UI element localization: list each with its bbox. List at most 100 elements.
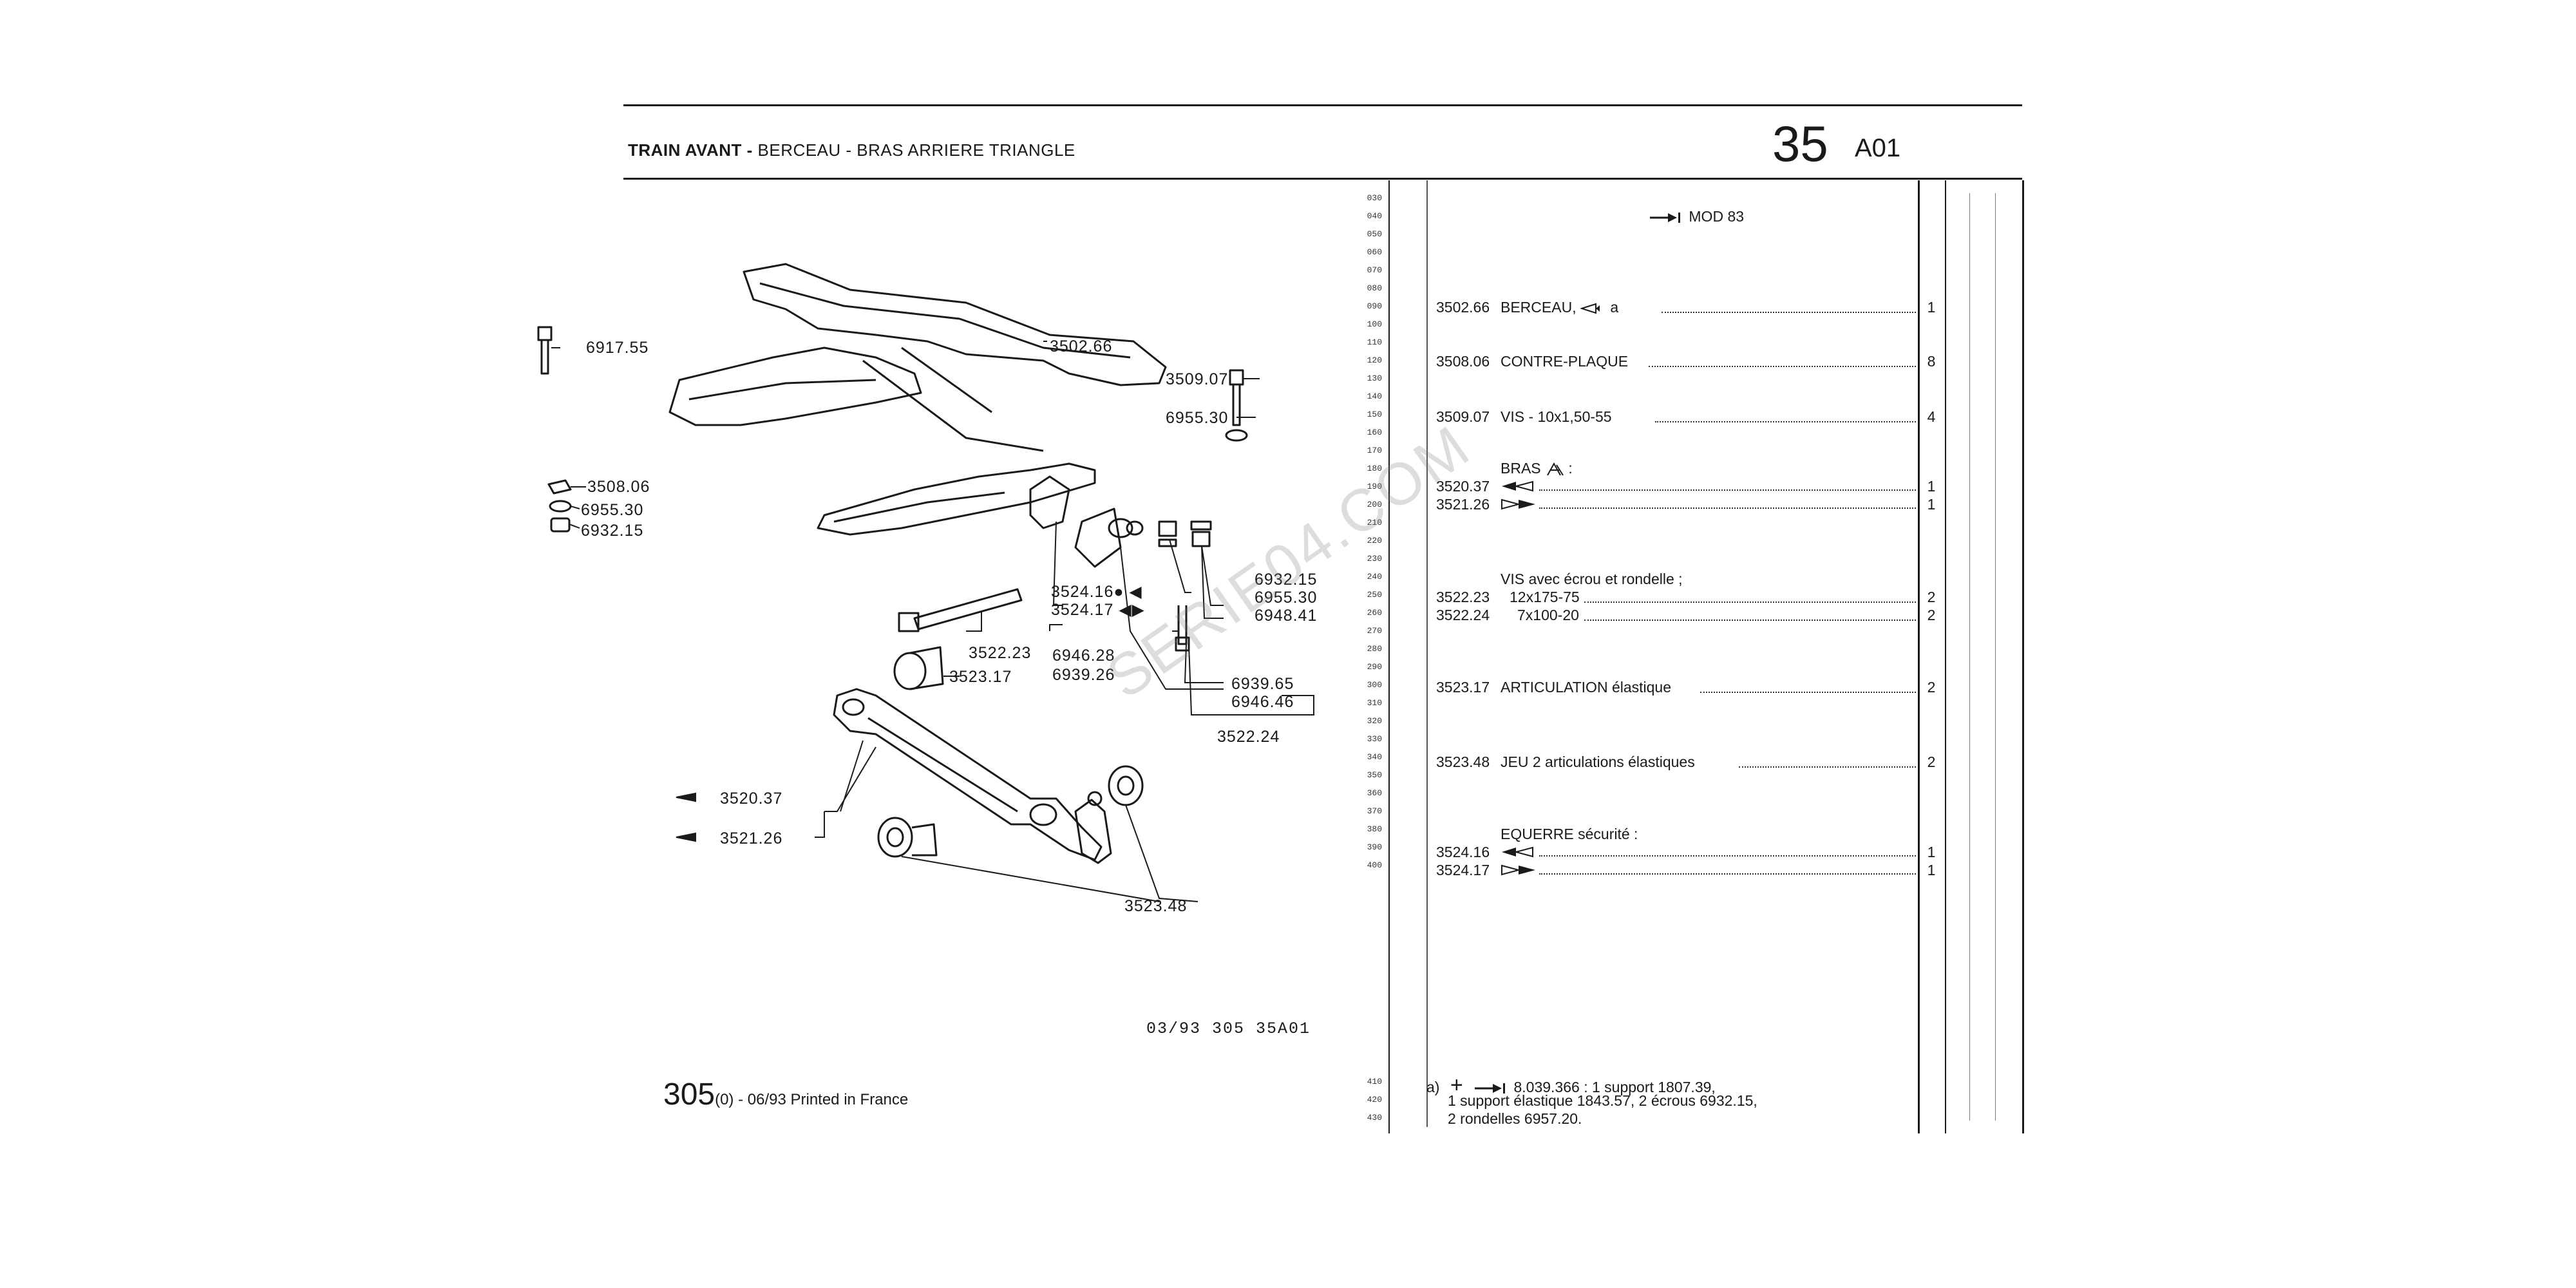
line-number: 270 bbox=[1367, 626, 1382, 636]
double-arrow-right-icon bbox=[1501, 498, 1535, 510]
vis-heading: VIS avec écrou et rondelle ; bbox=[1501, 571, 1683, 587]
line-number: 360 bbox=[1367, 788, 1382, 798]
callout-3502-66: 3502.66 bbox=[1050, 337, 1113, 355]
figure-reference: 03/93 305 35A01 bbox=[1146, 1019, 1311, 1038]
bolt-3509 bbox=[1229, 369, 1244, 386]
bolt-6917 bbox=[537, 326, 553, 341]
part-name-jeu: JEU 2 articulations élastiques bbox=[1501, 753, 1695, 770]
callout-6948-41: 6948.41 bbox=[1255, 607, 1318, 625]
line-number: 230 bbox=[1367, 554, 1382, 564]
title-bold: TRAIN AVANT - bbox=[628, 140, 753, 160]
line-number: 030 bbox=[1367, 193, 1382, 203]
arrow-right-3521 bbox=[1501, 495, 1537, 512]
list-left-rule bbox=[1388, 180, 1390, 1133]
leader-row-2 bbox=[1649, 366, 1916, 367]
leader-row-7 bbox=[1584, 620, 1916, 621]
part-name-berceau-text: BERCEAU, bbox=[1501, 299, 1577, 316]
line-number: 310 bbox=[1367, 698, 1382, 708]
part-name-articulation: ARTICULATION élastique bbox=[1501, 679, 1672, 696]
title-rest: BERCEAU - BRAS ARRIERE TRIANGLE bbox=[752, 140, 1075, 160]
part-ref-3502-66: 3502.66 bbox=[1436, 299, 1490, 316]
callout-6939-26: 6939.26 bbox=[1052, 666, 1115, 684]
footnote-plus: + bbox=[1450, 1073, 1463, 1097]
vis-size-12x175: 12x175-75 bbox=[1510, 589, 1580, 605]
callout-6932-15-a: 6932.15 bbox=[581, 522, 644, 540]
line-number: 320 bbox=[1367, 716, 1382, 726]
line-number: 330 bbox=[1367, 734, 1382, 744]
qty-3522-23: 2 bbox=[1927, 589, 1936, 605]
line-number: 180 bbox=[1367, 464, 1382, 473]
leader-row-9 bbox=[1739, 766, 1916, 768]
subframe-berceau bbox=[743, 263, 1167, 386]
line-number: 210 bbox=[1367, 518, 1382, 527]
line-number: 170 bbox=[1367, 446, 1382, 455]
rear-arrow-icon bbox=[1547, 462, 1564, 476]
callout-3509-07: 3509.07 bbox=[1166, 370, 1229, 388]
callout-6932-15-b: 6932.15 bbox=[1255, 571, 1318, 589]
line-number: 040 bbox=[1367, 211, 1382, 221]
qty-3523-17: 2 bbox=[1927, 679, 1936, 696]
part-ref-3522-23: 3522.23 bbox=[1436, 589, 1490, 605]
qty-3524-17: 1 bbox=[1927, 862, 1936, 878]
page-number: 305 bbox=[663, 1077, 715, 1112]
subframe-rear-rail bbox=[668, 346, 922, 426]
line-number: 300 bbox=[1367, 680, 1382, 690]
double-arrow-left-icon bbox=[1502, 480, 1533, 492]
bushing-b bbox=[877, 817, 913, 858]
mod-banner-text: MOD 83 bbox=[1689, 208, 1745, 225]
callout-3521-26: 3521.26 bbox=[720, 829, 783, 848]
ball-joint bbox=[1074, 799, 1112, 864]
callout-6955-30-c: 6955.30 bbox=[1255, 589, 1318, 607]
part-ref-3523-17: 3523.17 bbox=[1436, 679, 1490, 696]
qty-3502-66: 1 bbox=[1927, 299, 1936, 316]
line-number: 080 bbox=[1367, 283, 1382, 293]
line-number: 430 bbox=[1367, 1113, 1382, 1122]
line-number: 100 bbox=[1367, 319, 1382, 329]
mod-banner: MOD 83 bbox=[1649, 208, 1744, 225]
double-arrow-right-icon bbox=[1501, 864, 1535, 876]
line-number: 400 bbox=[1367, 860, 1382, 870]
qty-3509-07: 4 bbox=[1927, 408, 1936, 425]
qty-3524-16: 1 bbox=[1927, 844, 1936, 860]
page-footer: 305(0) - 06/93 Printed in France bbox=[663, 1077, 908, 1112]
part-ref-3522-24: 3522.24 bbox=[1436, 607, 1490, 623]
part-name-contre-plaque: CONTRE-PLAQUE bbox=[1501, 353, 1629, 370]
qty-3522-24: 2 bbox=[1927, 607, 1936, 623]
qty-3520-37: 1 bbox=[1927, 478, 1936, 495]
list-ref-rule bbox=[1426, 180, 1428, 1127]
leader-row-4 bbox=[1539, 489, 1916, 491]
line-number: 160 bbox=[1367, 428, 1382, 437]
part-suffix-a: a bbox=[1610, 299, 1619, 316]
leader-row-6 bbox=[1584, 601, 1916, 603]
footnote: a) + 8.039.366 : 1 support 1807.39, bbox=[1426, 1073, 1716, 1098]
arrow-left-3524-16 bbox=[1501, 842, 1537, 860]
callout-3524-17-text: 3524.17 bbox=[1051, 601, 1114, 619]
subframe-front-rail bbox=[817, 462, 1096, 536]
arrow-bar-icon bbox=[1650, 212, 1680, 223]
section-code: A01 bbox=[1855, 134, 1901, 162]
arrow-right-3524-17 bbox=[1501, 860, 1537, 878]
leader-row-1 bbox=[1662, 312, 1916, 313]
part-ref-3523-48: 3523.48 bbox=[1436, 753, 1490, 770]
line-number: 410 bbox=[1367, 1077, 1382, 1086]
line-number: 260 bbox=[1367, 608, 1382, 618]
qty-3508-06: 8 bbox=[1927, 353, 1936, 370]
qty-3523-48: 2 bbox=[1927, 753, 1936, 770]
part-ref-3520-37: 3520.37 bbox=[1436, 478, 1490, 495]
part-ref-3509-07: 3509.07 bbox=[1436, 408, 1490, 425]
leader-row-10 bbox=[1539, 855, 1916, 857]
line-number: 110 bbox=[1367, 337, 1382, 347]
line-number: 120 bbox=[1367, 355, 1382, 365]
callout-6917-55: 6917.55 bbox=[586, 339, 649, 357]
line-number: 220 bbox=[1367, 536, 1382, 545]
footnote-line-1: 8.039.366 : 1 support 1807.39, bbox=[1513, 1079, 1716, 1095]
section-number: 35 bbox=[1772, 115, 1828, 172]
list-extra-rule-a bbox=[1969, 193, 1970, 1121]
line-number: 150 bbox=[1367, 410, 1382, 419]
half-arrow-left-icon bbox=[1580, 303, 1600, 314]
header-bottom-rule bbox=[623, 178, 2022, 180]
line-number: 200 bbox=[1367, 500, 1382, 509]
top-rule bbox=[623, 104, 2022, 106]
list-right-rule bbox=[2022, 180, 2024, 1133]
page-footer-text: (0) - 06/93 Printed in France bbox=[715, 1091, 909, 1108]
